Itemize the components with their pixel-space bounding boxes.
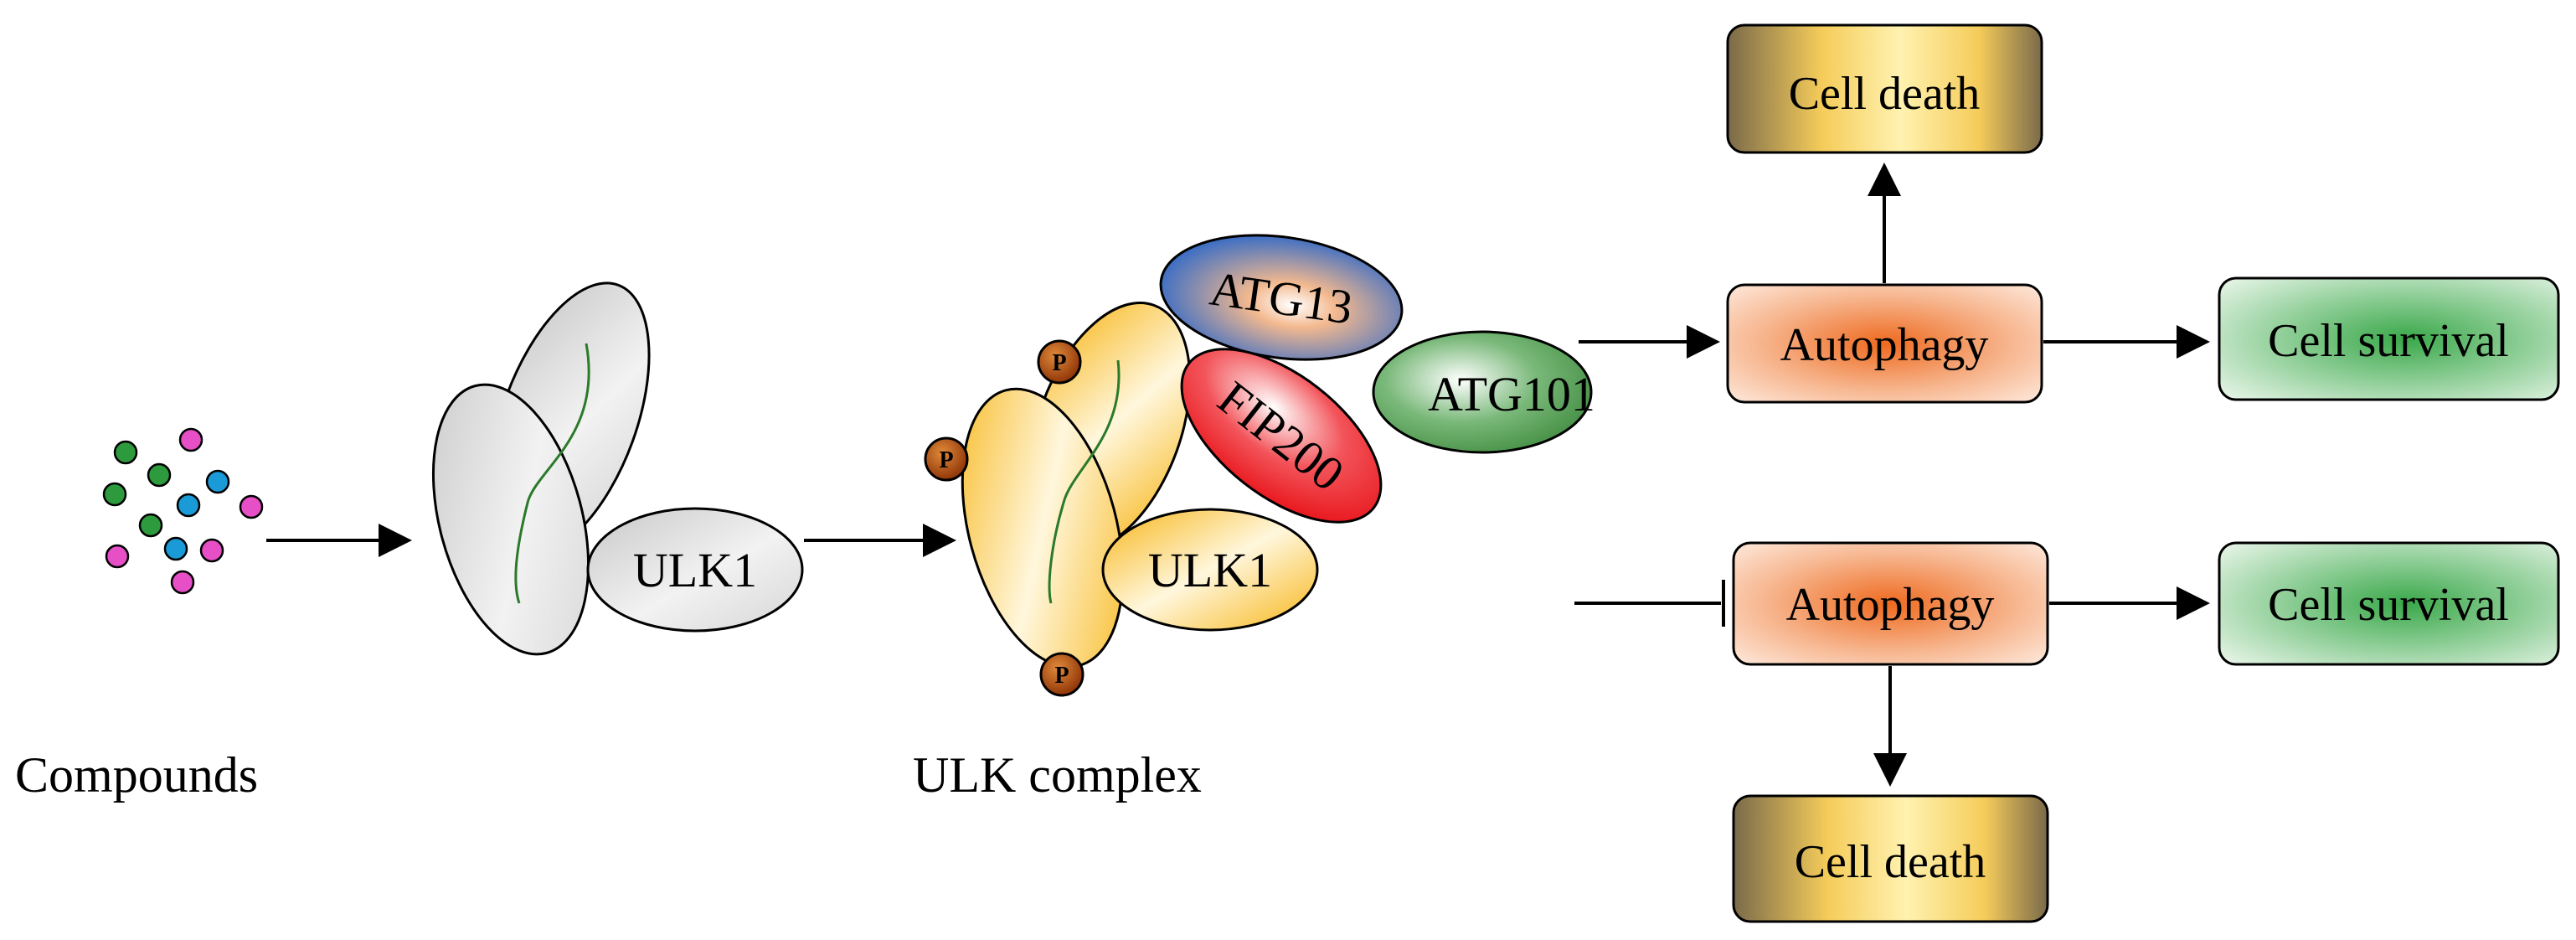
compound-dot [163,536,188,561]
ulk1-oval [586,507,804,633]
cell-survival-rect [2218,276,2560,401]
autophagy-rect [1732,541,2049,666]
autophagy-bottom-label: Autophagy [1786,579,1995,631]
phospho-circle [1039,652,1084,697]
ulk1-active-oval [1101,508,1319,632]
phospho-left: P [924,436,969,482]
phospho-label: P [1054,663,1069,689]
phospho-label: P [939,447,953,473]
compound-dot [147,462,172,488]
atg101-oval [1372,330,1593,454]
fip200-oval [1180,348,1383,524]
compounds-cluster [102,427,264,595]
cell-death-box-top: Cell death [1726,23,2043,154]
compound-dot [170,570,195,595]
cell-death-rect [1732,794,2049,923]
compound-dot [105,544,130,569]
compound-dot [178,427,204,452]
compound-dot [199,538,224,563]
compounds-label: Compounds [15,747,258,803]
cell-death-box-bottom: Cell death [1732,794,2049,923]
cell-death-rect [1726,23,2043,154]
atg101-label: ATG101 [1428,367,1595,421]
cell-death-bottom-label: Cell death [1795,836,1986,888]
compound-dot [102,482,127,507]
ulk1-inactive-label: ULK1 [633,543,757,597]
cell-survival-rect [2218,541,2560,666]
compound-dot [205,469,230,494]
compound-dot [113,440,138,465]
ulk-complex-link [1048,359,1121,604]
autophagy-box-bottom: Autophagy [1732,541,2049,666]
phospho-top: P [1037,339,1082,385]
cell-survival-box-bottom: Cell survival [2218,541,2560,666]
compound-dot [176,493,201,518]
ulk-complex: ATG101 ULK1 ATG13 FIP200 P P P [924,234,1595,697]
autophagy-rect [1726,283,2043,404]
ulk-complex-label: ULK complex [913,747,1202,803]
autophagy-box-top: Autophagy [1726,283,2043,404]
cell-death-top-label: Cell death [1789,68,1981,120]
phospho-circle [1037,339,1082,385]
cell-survival-box-top: Cell survival [2218,276,2560,401]
cell-survival-top-label: Cell survival [2268,315,2509,367]
ulk1-link [514,343,590,604]
cell-survival-bottom-label: Cell survival [2268,579,2509,631]
compound-dot [239,494,264,519]
ulk1-active-label: ULK1 [1148,543,1272,597]
compound-dot [138,513,163,538]
ulk1-lobe-front [431,383,590,656]
autophagy-top-label: Autophagy [1780,319,1989,371]
atg13-oval [1159,234,1404,361]
phospho-label: P [1052,350,1066,376]
phospho-bottom: P [1039,652,1084,697]
ulk1-inactive: ULK1 [431,281,804,656]
phospho-circle [924,436,969,482]
